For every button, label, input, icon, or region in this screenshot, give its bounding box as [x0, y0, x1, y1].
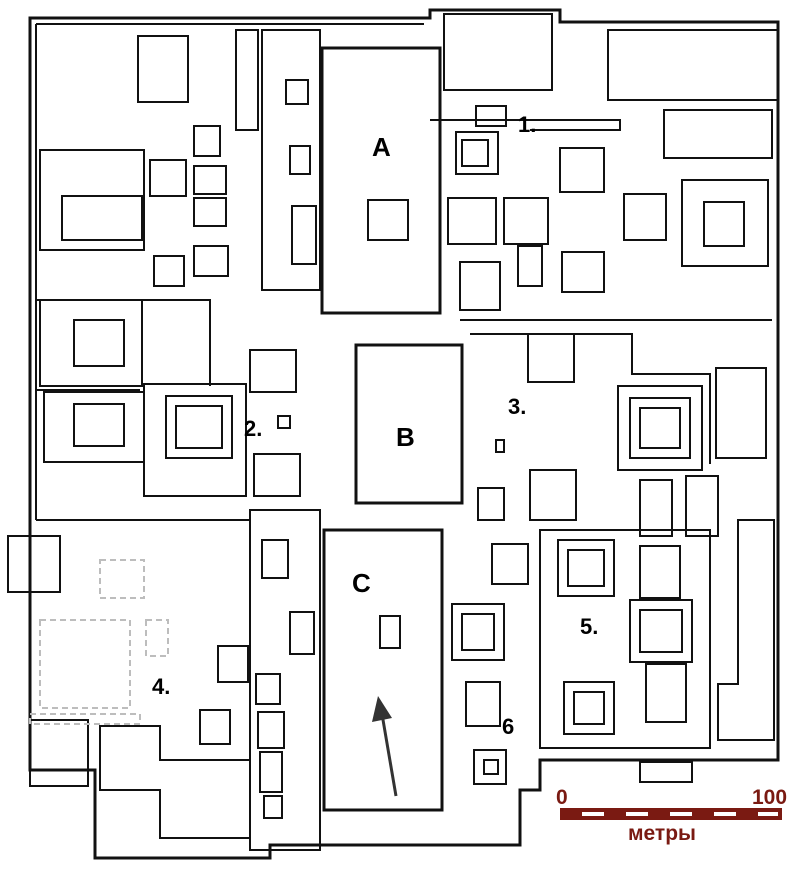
north-arrow-icon: [372, 696, 398, 797]
zone-6-label: 6: [502, 714, 514, 739]
scale-unit-label: метры: [628, 822, 696, 845]
court-a: [320, 46, 442, 315]
zone-5-label: 5.: [580, 614, 598, 639]
court-c: [322, 528, 444, 812]
scale-start-label: 0: [556, 786, 568, 809]
court-b: [354, 343, 464, 505]
outer-wall: [28, 8, 780, 860]
court-c-label: C: [352, 568, 371, 598]
zone-4-label: 4.: [152, 674, 170, 699]
scale-end-label: 100: [752, 786, 787, 809]
zone-1-label: 1.: [518, 112, 536, 137]
court-a-label: A: [372, 132, 391, 162]
scale-bar: [560, 808, 782, 820]
zone-3-label: 3.: [508, 394, 526, 419]
zone-2-label: 2.: [244, 416, 262, 441]
court-b-label: B: [396, 422, 415, 452]
